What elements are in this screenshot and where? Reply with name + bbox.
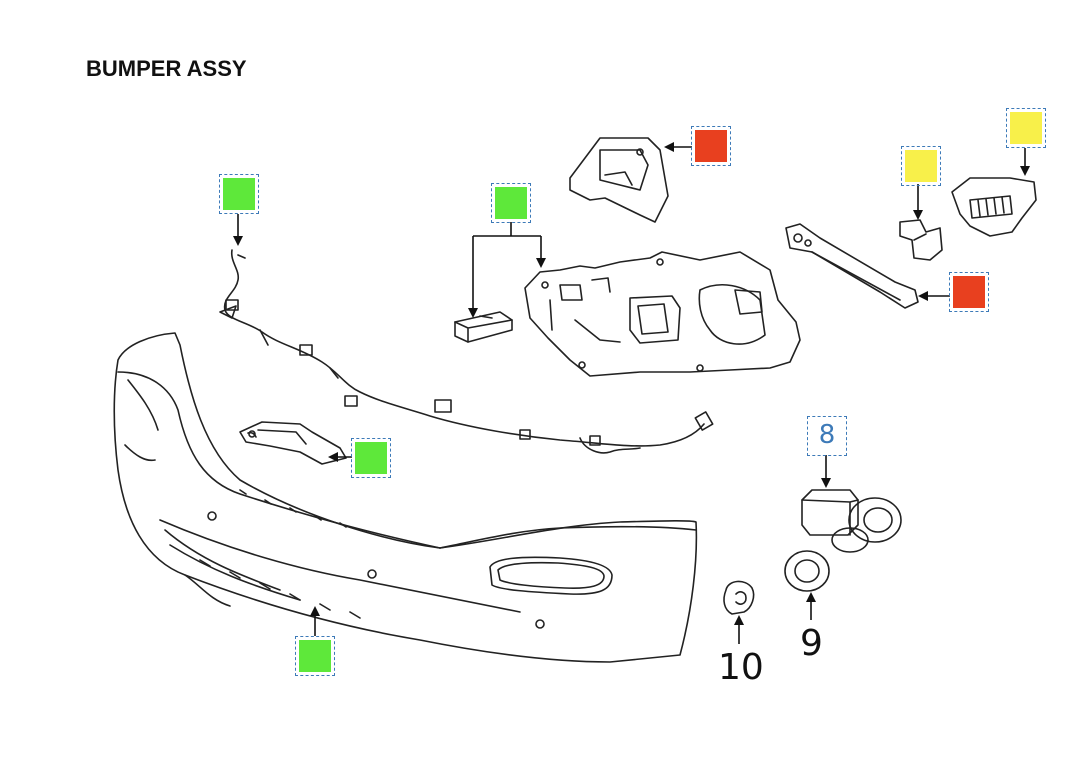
retainer-clip (723, 580, 755, 615)
park-sensor (801, 489, 902, 553)
end-bracket (951, 177, 1037, 237)
hotspot-long-brace[interactable] (949, 272, 989, 312)
hotspot-small-bracket[interactable] (351, 438, 391, 478)
hotspot-upper-bracket[interactable] (691, 126, 731, 166)
callout-item-9: 9 (800, 623, 823, 664)
small-bracket-left (239, 421, 347, 465)
hotspot-support-bracket[interactable] (491, 183, 531, 223)
callout-item-10: 10 (718, 647, 764, 688)
upper-bracket (569, 137, 669, 223)
diagram-title: BUMPER ASSY (86, 56, 247, 81)
small-clip-bracket (899, 219, 943, 261)
sensor-bezel-ring (784, 550, 830, 592)
main-support-bracket (524, 251, 801, 377)
callout-item-8[interactable]: 8 (807, 416, 847, 456)
hotspot-wire-harness[interactable] (219, 174, 259, 214)
wire-harness (219, 249, 714, 454)
long-brace (785, 223, 919, 309)
small-module (454, 311, 513, 343)
bumper-cover (113, 332, 698, 663)
hotspot-clip-bracket[interactable] (901, 146, 941, 186)
hotspot-bumper-cover[interactable] (295, 636, 335, 676)
hotspot-end-bracket[interactable] (1006, 108, 1046, 148)
